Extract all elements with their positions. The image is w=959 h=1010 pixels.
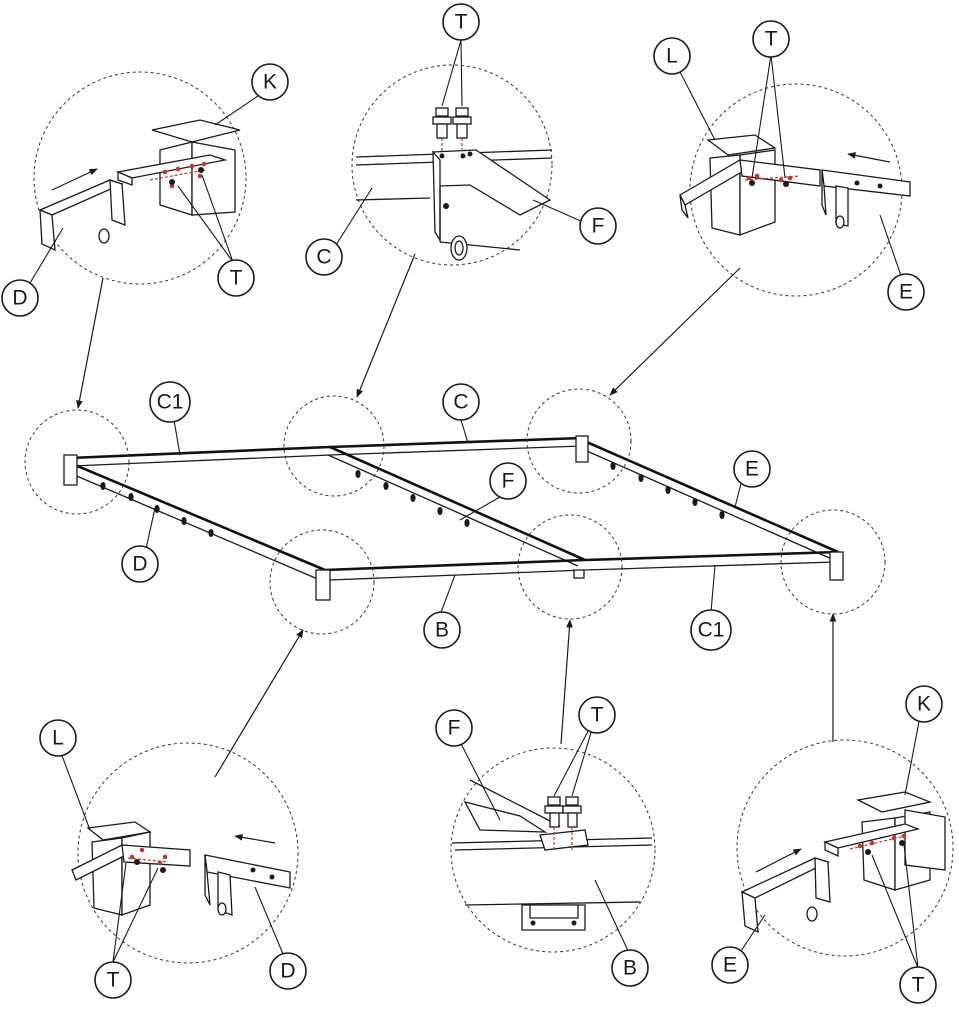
label-t-topright: T xyxy=(752,20,790,58)
svg-text:T: T xyxy=(765,28,778,51)
svg-text:D: D xyxy=(132,553,147,576)
svg-text:B: B xyxy=(623,957,637,980)
label-t-bottomright: T xyxy=(899,966,937,1004)
label-t-bottomcenter: T xyxy=(578,696,616,734)
callout-circle-back-center xyxy=(283,395,385,497)
frame-callout-circles xyxy=(24,388,886,635)
detail-circle-bottom-left xyxy=(77,742,299,964)
label-k-top: K xyxy=(251,63,289,101)
leaders-bottom-left xyxy=(57,744,284,963)
detail-top-center xyxy=(351,64,553,266)
svg-text:F: F xyxy=(502,470,515,493)
callout-circle-front-center xyxy=(517,514,623,620)
label-c-mid: C xyxy=(442,383,480,421)
callout-circle-front-left xyxy=(269,529,375,635)
rail-d xyxy=(74,463,326,572)
svg-text:T: T xyxy=(591,704,604,727)
label-l-bottomleft: L xyxy=(39,719,77,757)
label-k-bottomright: K xyxy=(905,685,943,723)
detail-bottom-center xyxy=(450,747,656,953)
svg-text:K: K xyxy=(263,71,277,94)
detail-circle-top-center xyxy=(351,64,553,266)
label-l-topright: L xyxy=(653,37,691,75)
label-f-topcenter: F xyxy=(579,207,617,245)
rail-f xyxy=(329,445,586,562)
svg-text:D: D xyxy=(280,960,295,983)
detail-circle-bottom-center xyxy=(450,747,656,953)
detail-arrows xyxy=(76,253,837,778)
label-c-topcenter: C xyxy=(305,238,343,276)
bed-frame xyxy=(63,435,844,601)
leaders-main-frame xyxy=(143,419,745,616)
label-b-mid: B xyxy=(423,611,461,649)
callout-circle-back-left xyxy=(24,409,130,515)
callout-circle-back-right xyxy=(526,388,632,494)
rail-d-lower xyxy=(71,473,321,581)
svg-text:T: T xyxy=(912,974,925,997)
rail-c1-back-lower xyxy=(71,445,583,467)
label-e-topright: E xyxy=(887,273,925,311)
svg-text:C1: C1 xyxy=(698,619,725,642)
corner-post-back-right xyxy=(575,435,589,463)
label-c1-right: C1 xyxy=(690,609,732,651)
svg-text:F: F xyxy=(448,717,461,740)
label-f-mid: F xyxy=(489,462,527,500)
corner-post-front-right xyxy=(829,551,844,581)
rail-e-lower xyxy=(579,447,835,561)
svg-text:T: T xyxy=(455,11,468,34)
detail-top-left xyxy=(33,71,247,285)
label-t-topcenter: T xyxy=(442,3,480,41)
svg-text:D: D xyxy=(12,287,27,310)
svg-text:K: K xyxy=(917,693,931,716)
center-bracket xyxy=(573,569,585,579)
rail-b-front-lower xyxy=(329,561,836,581)
label-b-bottomcenter: B xyxy=(611,949,649,987)
svg-text:F: F xyxy=(592,215,605,238)
svg-text:L: L xyxy=(666,45,678,68)
leaders-top-left xyxy=(29,95,259,284)
rail-f-lower xyxy=(327,454,579,567)
svg-text:B: B xyxy=(435,619,449,642)
svg-text:E: E xyxy=(745,458,759,481)
svg-text:C1: C1 xyxy=(157,391,184,414)
svg-text:E: E xyxy=(899,281,913,304)
label-e-bottomright: E xyxy=(711,946,749,984)
frame-glides xyxy=(100,462,725,537)
corner-post-back-left xyxy=(63,454,78,486)
detail-top-right xyxy=(679,83,911,297)
svg-text:C: C xyxy=(316,246,331,269)
detail-circle-top-left xyxy=(33,71,247,285)
label-d-bottomleft: D xyxy=(269,952,307,990)
detail-bottom-left xyxy=(71,742,299,964)
callout-labels: K T D T C F L T E C1 C F E D B C1 L T D … xyxy=(1,3,943,1004)
rail-e xyxy=(581,438,839,554)
svg-text:T: T xyxy=(230,267,243,290)
svg-text:E: E xyxy=(723,954,737,977)
label-t-bottomleft: T xyxy=(94,961,132,999)
detail-bottom-right xyxy=(736,739,954,957)
rail-b-front xyxy=(324,550,839,572)
svg-text:C: C xyxy=(453,391,468,414)
label-d-mid: D xyxy=(121,545,159,583)
label-t-topleft: T xyxy=(217,259,255,297)
label-d-topleft: D xyxy=(1,279,39,317)
corner-post-front-left xyxy=(315,569,331,601)
leaders-top-center xyxy=(335,39,584,246)
label-e-mid: E xyxy=(733,450,771,488)
label-f-bottomcenter: F xyxy=(435,709,473,747)
svg-text:T: T xyxy=(107,969,120,992)
callout-circle-front-right xyxy=(780,509,886,615)
detail-circle-bottom-right xyxy=(736,739,954,957)
svg-text:L: L xyxy=(52,727,64,750)
label-c1-left: C1 xyxy=(149,381,191,423)
